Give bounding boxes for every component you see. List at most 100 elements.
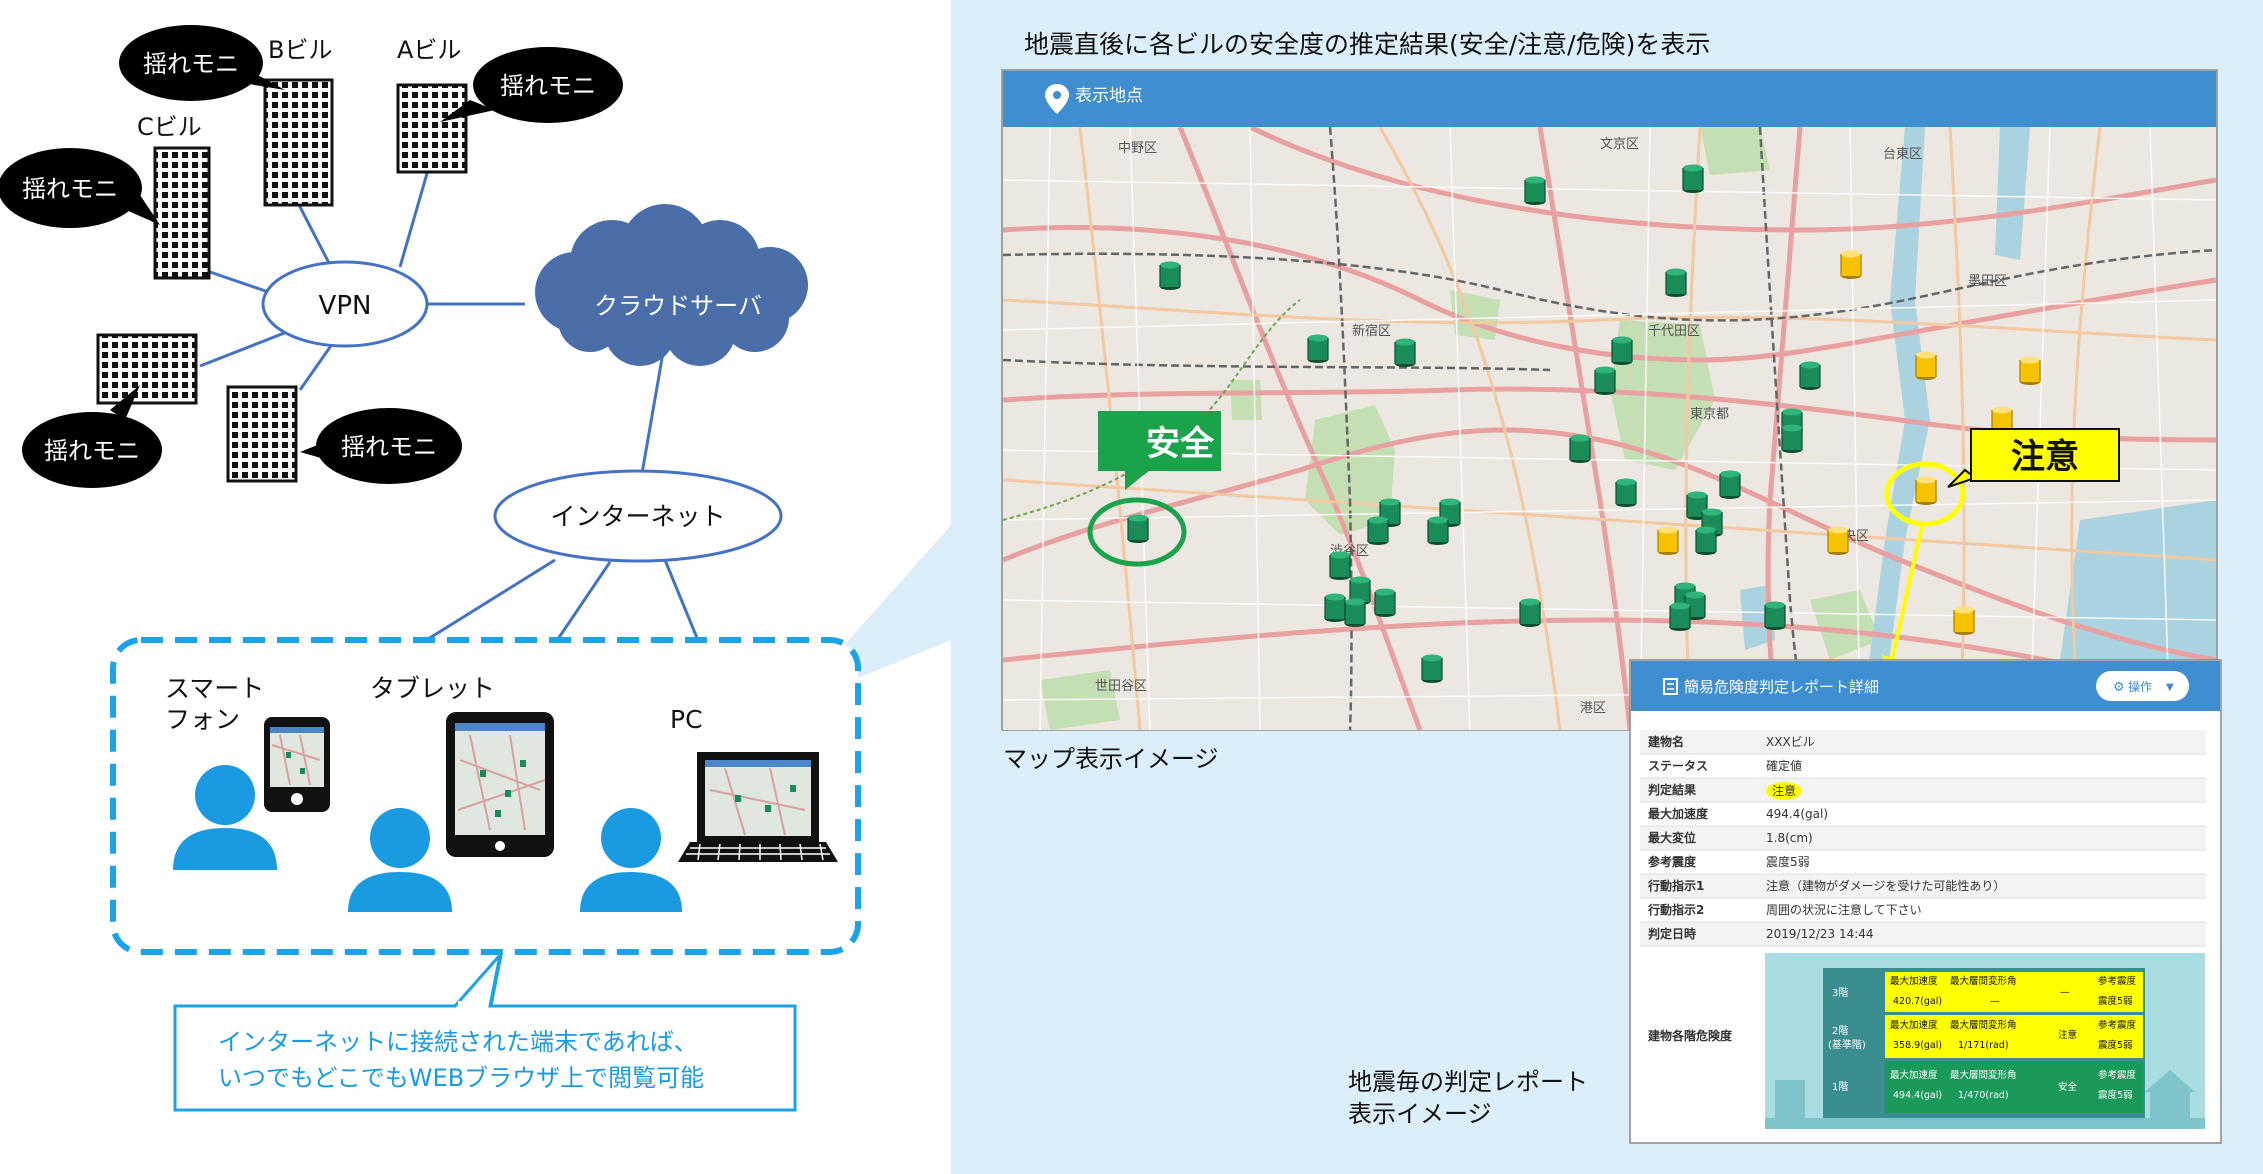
document-icon [1663, 678, 1678, 695]
svg-text:震度5弱: 震度5弱 [2098, 995, 2133, 1007]
svg-text:千代田区: 千代田区 [1648, 324, 1700, 339]
svg-text:震度5弱: 震度5弱 [2098, 1039, 2133, 1051]
svg-text:揺れモニ: 揺れモニ [143, 50, 239, 78]
building-c-icon [153, 146, 211, 280]
svg-text:インターネットに接続された端末であれば、: インターネットに接続された端末であれば、 [218, 1028, 698, 1056]
svg-text:注意: 注意 [2058, 1029, 2077, 1041]
svg-text:1/171(rad): 1/171(rad) [1958, 1040, 2009, 1051]
cloud-server: クラウドサーバ [535, 204, 808, 366]
svg-text:—: — [1990, 996, 2000, 1007]
svg-text:1/470(rad): 1/470(rad) [1958, 1090, 2009, 1101]
smartphone-label-2: フォン [165, 705, 240, 734]
svg-text:参考震度: 参考震度 [2098, 1019, 2137, 1031]
svg-text:2階: 2階 [1832, 1025, 1848, 1037]
svg-text:VPN: VPN [319, 291, 372, 321]
building-a-label: Aビル [397, 36, 461, 64]
tablet-label: タブレット [370, 674, 495, 703]
report-window: 簡易危険度判定レポート詳細 ⚙ 操作 ▼ 建物名 XXXビル ステータス 確定値 [1629, 659, 2222, 1144]
map-window: 表示地点 [1001, 69, 2218, 731]
monitor-bubble-d: 揺れモニ [22, 385, 162, 488]
building-d-icon [96, 333, 198, 405]
building-a-icon [396, 83, 468, 174]
svg-text:クラウドサーバ: クラウドサーバ [594, 292, 762, 320]
safe-badge-text: 安全 [1146, 424, 1215, 464]
map-caption: マップ表示イメージ [1003, 745, 1219, 773]
svg-text:文京区: 文京区 [1600, 137, 1639, 152]
svg-text:台東区: 台東区 [1883, 146, 1922, 162]
report-rows: 建物名 XXXビル ステータス 確定値 判定結果注意 最大加速度 494.4(gal)… [1640, 730, 2206, 1043]
monitor-bubble-c: 揺れモニ [0, 148, 160, 228]
smartphone-label-1: スマート [165, 674, 264, 703]
report-action-label: 操作 [2128, 679, 2152, 694]
svg-text:墨田区: 墨田区 [1968, 274, 2007, 289]
gear-icon: ⚙ [2113, 680, 2125, 695]
svg-text:2019/12/23 14:44: 2019/12/23 14:44 [1766, 927, 1874, 941]
svg-text:参考震度: 参考震度 [1648, 854, 1697, 869]
svg-text:358.9(gal): 358.9(gal) [1893, 1040, 1942, 1051]
svg-text:判定日時: 判定日時 [1648, 926, 1696, 941]
tablet-icon [446, 712, 554, 857]
report-caption-2: 表示イメージ [1348, 1100, 1492, 1128]
caption-box: インターネットに接続された端末であれば、 いつでもどこでもWEBブラウザ上で閲覧… [173, 949, 797, 1112]
svg-text:最大層間変形角: 最大層間変形角 [1950, 975, 2017, 987]
svg-text:震度5弱: 震度5弱 [1766, 854, 1810, 869]
report-action-button[interactable]: ⚙ 操作 ▼ [2096, 671, 2189, 701]
floor-risk-graphic: 3階 2階 (基準階) 1階 最大加速度 420.7(gal) 最大層間変形角 … [1765, 953, 2205, 1129]
monitor-bubble-e: 揺れモニ [300, 408, 462, 484]
report-title: 簡易危険度判定レポート詳細 [1684, 678, 1879, 696]
svg-text:420.7(gal): 420.7(gal) [1893, 996, 1942, 1007]
svg-text:確定値: 確定値 [1766, 758, 1802, 773]
svg-text:建物名: 建物名 [1647, 734, 1684, 749]
svg-text:揺れモニ: 揺れモニ [22, 175, 118, 203]
person-icon-2 [348, 808, 452, 912]
caution-badge-text: 注意 [2011, 437, 2079, 477]
map-header-bar [1003, 71, 2216, 127]
svg-text:最大加速度: 最大加速度 [1890, 1069, 1938, 1081]
svg-text:ステータス: ステータス [1648, 759, 1708, 773]
svg-text:判定結果: 判定結果 [1648, 782, 1696, 797]
svg-text:参考震度: 参考震度 [2098, 975, 2137, 987]
smartphone-icon [264, 717, 330, 812]
svg-text:1.8(cm): 1.8(cm) [1766, 831, 1813, 845]
svg-text:中野区: 中野区 [1118, 141, 1157, 156]
svg-text:建物各階危険度: 建物各階危険度 [1647, 1028, 1733, 1043]
svg-text:揺れモニ: 揺れモニ [44, 437, 140, 465]
location-pin-icon [1045, 84, 1069, 114]
svg-text:揺れモニ: 揺れモニ [341, 433, 437, 461]
caution-callout: 注意 [1882, 428, 2120, 678]
building-e-icon [226, 385, 298, 483]
right-heading: 地震直後に各ビルの安全度の推定結果(安全/注意/危険)を表示 [1024, 30, 1710, 59]
svg-text:最大加速度: 最大加速度 [1890, 975, 1938, 987]
pc-icon [678, 752, 838, 862]
map-header-label: 表示地点 [1075, 86, 1143, 106]
svg-text:3階: 3階 [1832, 987, 1848, 999]
svg-text:XXXビル: XXXビル [1766, 735, 1815, 749]
svg-text:(基準階): (基準階) [1828, 1038, 1866, 1051]
svg-text:行動指示1: 行動指示1 [1647, 878, 1704, 893]
svg-text:インターネット: インターネット [550, 502, 725, 531]
internet-node: インターネット [493, 469, 783, 563]
svg-text:世田谷区: 世田谷区 [1095, 679, 1147, 694]
svg-text:1階: 1階 [1832, 1081, 1848, 1093]
svg-text:最大層間変形角: 最大層間変形角 [1950, 1019, 2017, 1031]
svg-text:周囲の状況に注意して下さい: 周囲の状況に注意して下さい [1766, 902, 1922, 917]
caret-down-icon: ▼ [2166, 682, 2174, 693]
svg-text:参考震度: 参考震度 [2098, 1069, 2137, 1081]
report-caption-1: 地震毎の判定レポート [1348, 1068, 1588, 1096]
svg-text:揺れモニ: 揺れモニ [500, 72, 596, 100]
vpn-node: VPN [261, 260, 429, 348]
svg-text:震度5弱: 震度5弱 [2098, 1089, 2133, 1101]
svg-text:東京都: 東京都 [1690, 406, 1729, 422]
svg-text:494.4(gal): 494.4(gal) [1893, 1090, 1942, 1101]
svg-text:行動指示2: 行動指示2 [1647, 902, 1704, 917]
building-b-icon [263, 78, 334, 207]
svg-text:最大変位: 最大変位 [1648, 830, 1696, 845]
svg-text:最大層間変形角: 最大層間変形角 [1950, 1069, 2017, 1081]
building-b-label: Bビル [268, 36, 332, 64]
building-c-label: Cビル [137, 113, 202, 141]
svg-text:最大加速度: 最大加速度 [1648, 806, 1709, 821]
svg-text:494.4(gal): 494.4(gal) [1766, 807, 1828, 821]
svg-text:安全: 安全 [2058, 1081, 2078, 1093]
svg-text:最大加速度: 最大加速度 [1890, 1019, 1938, 1031]
svg-text:いつでもどこでもWEBブラウザ上で閲覧可能: いつでもどこでもWEBブラウザ上で閲覧可能 [218, 1064, 704, 1092]
